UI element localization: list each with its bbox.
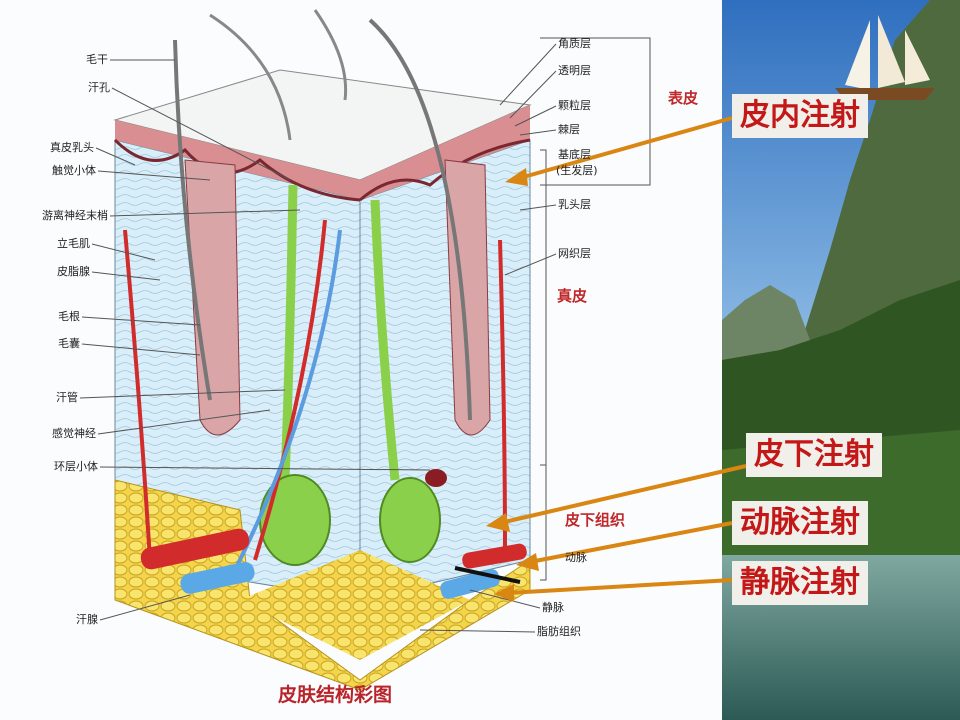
callout-arterial-injection: 动脉注射 <box>732 501 868 545</box>
label-epidermis: 表皮 <box>668 89 699 107</box>
label-sweat-duct: 汗管 <box>56 391 78 404</box>
callout-intravenous-injection: 静脉注射 <box>732 561 868 605</box>
label-stratum-corneum: 角质层 <box>558 37 591 50</box>
label-arrector-pili: 立毛肌 <box>57 237 90 250</box>
injection-arrows <box>486 116 747 602</box>
skin-block <box>79 9 651 691</box>
label-sweat-pore: 汗孔 <box>88 81 110 94</box>
label-free-nerve-ending: 游离神经末梢 <box>42 209 108 222</box>
label-vein: 静脉 <box>542 601 564 614</box>
label-dermal-papilla: 真皮乳头 <box>50 141 94 154</box>
label-pacinian-corpuscle: 环层小体 <box>54 460 98 473</box>
label-stratum-spinosum: 棘层 <box>558 123 580 136</box>
label-hair-root: 毛根 <box>58 310 80 323</box>
label-dermis: 真皮 <box>557 287 588 305</box>
label-hair-follicle: 毛囊 <box>58 337 80 350</box>
label-adipose-tissue: 脂肪组织 <box>537 625 581 638</box>
label-tactile-corpuscle: 触觉小体 <box>52 164 96 177</box>
label-stratum-basale: 基底层 <box>558 148 591 161</box>
label-stratum-lucidum: 透明层 <box>558 64 591 77</box>
label-hair-shaft: 毛干 <box>86 53 108 66</box>
label-sweat-gland: 汗腺 <box>76 613 98 626</box>
label-sensory-nerve: 感觉神经 <box>52 427 96 440</box>
callout-intradermal-injection: 皮内注射 <box>732 94 868 138</box>
label-subcutis: 皮下组织 <box>565 511 626 529</box>
label-artery: 动脉 <box>565 551 587 564</box>
diagram-caption: 皮肤结构彩图 <box>278 684 393 706</box>
label-germinative-layer: (生发层) <box>556 164 598 177</box>
label-reticular-layer: 网织层 <box>558 247 591 260</box>
callout-subcutaneous-injection: 皮下注射 <box>746 433 882 477</box>
label-papillary-layer: 乳头层 <box>558 198 591 211</box>
label-sebaceous-gland: 皮脂腺 <box>57 265 90 278</box>
label-stratum-granulosum: 颗粒层 <box>558 99 591 112</box>
sailboat-image <box>835 15 935 100</box>
